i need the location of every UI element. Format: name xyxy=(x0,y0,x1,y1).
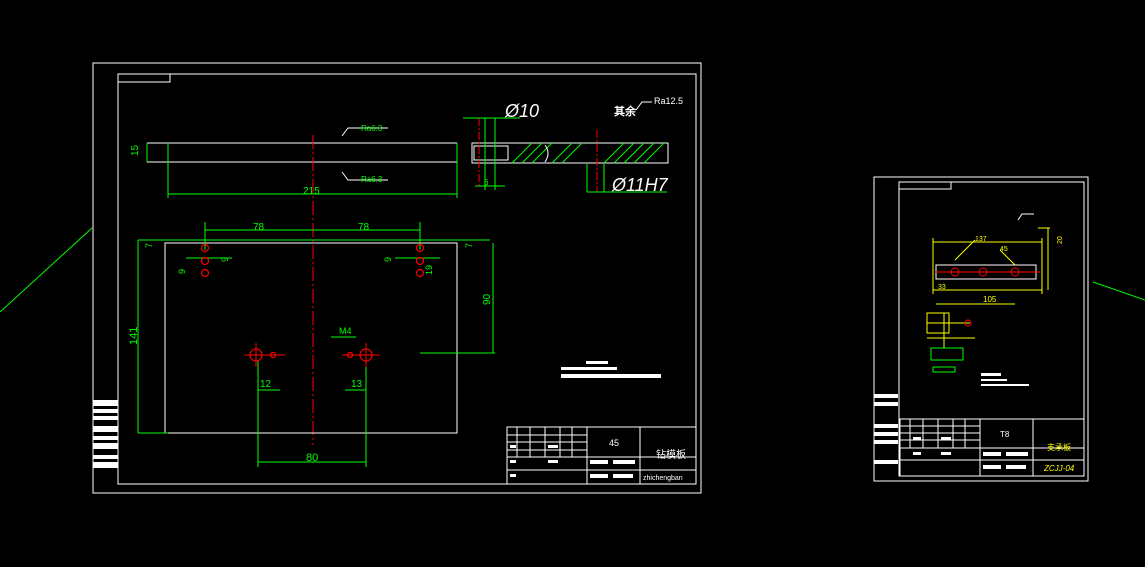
sheet1-inner-frame xyxy=(117,73,697,485)
dia11-label: Ø11H7 xyxy=(611,175,669,195)
sheet1-part-name: 钻模板 xyxy=(656,448,686,461)
dim-20: 20 xyxy=(1057,236,1064,244)
section-view xyxy=(463,101,669,193)
rest-label: 其余 xyxy=(614,104,637,118)
sheet1-outer-frame xyxy=(92,62,702,494)
sheet1-code-box xyxy=(117,73,171,83)
dim-9-a: 9 xyxy=(177,269,187,274)
dim-105: 105 xyxy=(983,295,997,304)
dim-6: 6 xyxy=(484,178,489,187)
dim-19: 19 xyxy=(424,265,434,275)
sheet2-part-name: 支承板 xyxy=(1047,442,1071,452)
sheet1-side-table xyxy=(93,400,118,468)
sheet2-side-table xyxy=(874,394,898,464)
dim-90: 90 xyxy=(482,293,493,305)
technical-requirements-note xyxy=(561,361,661,378)
dim-141: 141 xyxy=(128,327,140,345)
sheet1-material: 45 xyxy=(609,438,619,448)
sheet2-part-code: ZCJJ-04 xyxy=(1043,464,1075,473)
sheet1-part-code: zhichengban xyxy=(643,475,683,482)
dim-7-left: 7 xyxy=(144,243,154,248)
dim-45: 45 xyxy=(1000,246,1008,253)
roughness-bottom-label: Ra6.3 xyxy=(361,175,383,184)
drawing-sheet-1[interactable]: 15 215 Ra6.3 Ra6.3 xyxy=(92,62,702,494)
roughness-rest-label: Ra12.5 xyxy=(654,96,683,106)
dim-9-c: 9 xyxy=(383,257,393,262)
sheet1-title-fills xyxy=(510,445,635,478)
construction-line-right xyxy=(1092,281,1145,301)
roughness-top-label: Ra6.3 xyxy=(361,124,383,133)
dim-7-right: 7 xyxy=(464,243,474,248)
dim-9-b: 9 xyxy=(220,257,230,262)
dim-137: 137 xyxy=(975,236,987,243)
sheet2-material: T8 xyxy=(1000,430,1010,439)
sheet2-code-box xyxy=(898,181,952,190)
plate-side-view xyxy=(146,127,458,445)
dia10-label: Ø10 xyxy=(504,101,539,121)
plate-top-view xyxy=(137,222,495,467)
sheet2-outer-frame xyxy=(873,176,1089,482)
construction-line-left xyxy=(0,227,93,313)
dim-15: 15 xyxy=(130,144,141,156)
dim-m4: M4 xyxy=(339,326,352,336)
sheet1-title-block xyxy=(506,426,697,485)
dim-215: 215 xyxy=(303,186,320,197)
dim-78-right: 78 xyxy=(358,222,370,233)
dim-33: 33 xyxy=(938,284,946,291)
sheet2-notes xyxy=(981,373,1029,386)
dim-13: 13 xyxy=(351,379,363,390)
sheet2-title-fills xyxy=(913,437,1028,469)
sheet2-title-block xyxy=(899,418,1085,477)
dim-78-left: 78 xyxy=(253,222,265,233)
support-plate-view xyxy=(926,213,1050,373)
dim-12: 12 xyxy=(260,379,272,390)
drawing-sheet-2[interactable]: 137 105 33 45 20 T8 支承板 ZCJJ-0 xyxy=(873,176,1089,482)
dim-80: 80 xyxy=(306,452,318,464)
